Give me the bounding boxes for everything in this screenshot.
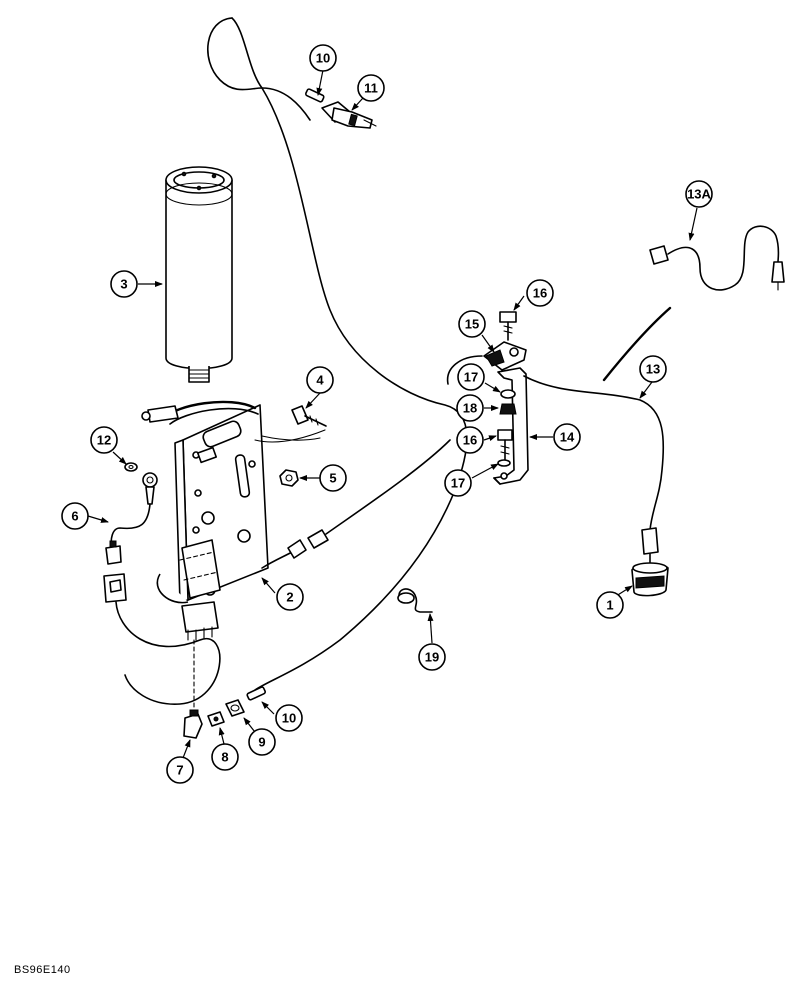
- washer-17-bottom: [497, 459, 511, 467]
- callout-16-top: 16: [526, 279, 554, 307]
- svg-text:6: 6: [71, 509, 78, 524]
- nut-5: [279, 469, 299, 487]
- callout-5: 5: [319, 464, 347, 492]
- nut-18: [499, 403, 517, 415]
- ring-terminal: [110, 472, 158, 549]
- washer-17-top: [500, 389, 516, 399]
- svg-text:3: 3: [120, 277, 127, 292]
- svg-text:15: 15: [465, 317, 479, 332]
- mounting-plate: [141, 400, 269, 641]
- fitting-8: [207, 711, 225, 727]
- svg-text:11: 11: [364, 81, 378, 96]
- callout-6: 6: [61, 502, 89, 530]
- filter-canister: [165, 166, 233, 383]
- svg-text:16: 16: [463, 433, 477, 448]
- svg-text:19: 19: [425, 650, 439, 665]
- tie-strap-19: [397, 588, 433, 613]
- bolt-16-bottom: [497, 429, 513, 461]
- callout-19: 19: [418, 643, 446, 671]
- svg-text:16: 16: [533, 286, 547, 301]
- callout-4: 4: [306, 366, 334, 394]
- callout-10-bottom: 10: [275, 704, 303, 732]
- svg-text:13: 13: [646, 362, 660, 377]
- callout-17-bottom: 17: [444, 469, 472, 497]
- svg-text:9: 9: [258, 735, 265, 750]
- callout-10-top: 10: [309, 44, 337, 72]
- connector-pin-bottom: [246, 686, 266, 701]
- svg-text:8: 8: [221, 750, 228, 765]
- callout-16-bottom: 16: [456, 426, 484, 454]
- callout-18: 18: [456, 394, 484, 422]
- svg-text:13A: 13A: [687, 187, 711, 202]
- callout-3: 3: [110, 270, 138, 298]
- svg-text:17: 17: [451, 476, 465, 491]
- harness-wire-middle: [254, 429, 451, 569]
- connector-6: [103, 540, 221, 705]
- temperature-sender: [321, 101, 377, 129]
- callout-11: 11: [357, 74, 385, 102]
- callout-12: 12: [90, 426, 118, 454]
- svg-text:10: 10: [282, 711, 296, 726]
- washer-12: [124, 462, 138, 472]
- callout-9: 9: [248, 728, 276, 756]
- callout-2: 2: [276, 583, 304, 611]
- callout-17-top: 17: [457, 363, 485, 391]
- svg-text:17: 17: [464, 370, 478, 385]
- svg-text:18: 18: [463, 401, 477, 416]
- svg-text:14: 14: [560, 430, 575, 445]
- harness-13: [446, 306, 672, 531]
- callout-7: 7: [166, 756, 194, 784]
- svg-text:10: 10: [316, 51, 330, 66]
- callout-15: 15: [458, 310, 486, 338]
- callout-8: 8: [211, 743, 239, 771]
- svg-text:4: 4: [316, 373, 324, 388]
- callout-13: 13: [639, 355, 667, 383]
- svg-text:7: 7: [176, 763, 183, 778]
- svg-text:12: 12: [97, 433, 111, 448]
- pressure-switch-1: [631, 527, 669, 597]
- svg-text:2: 2: [286, 590, 293, 605]
- callout-14: 14: [553, 423, 581, 451]
- bolt-16-top: [499, 311, 517, 341]
- svg-text:5: 5: [329, 471, 336, 486]
- figure-reference-code: BS96E140: [14, 964, 71, 976]
- harness-13a: [649, 225, 785, 291]
- elbow-fitting-7: [183, 639, 203, 739]
- connector-pin-top: [305, 88, 325, 103]
- bolt-4: [261, 405, 327, 441]
- callout-13a: 13A: [685, 180, 713, 208]
- callout-1: 1: [596, 591, 624, 619]
- adapter-9: [225, 699, 245, 717]
- bracket-14: [493, 367, 529, 485]
- svg-text:1: 1: [606, 598, 613, 613]
